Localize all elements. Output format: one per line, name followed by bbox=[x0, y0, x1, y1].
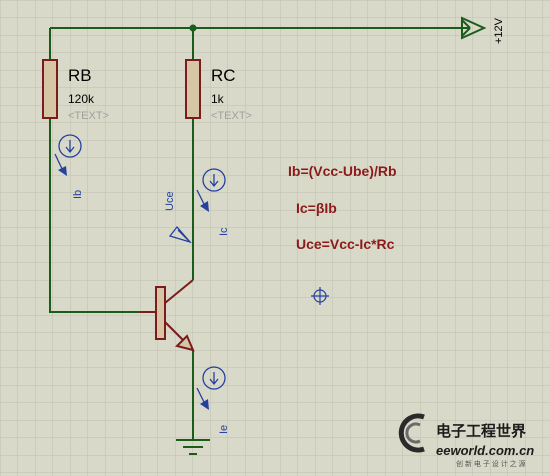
ground-symbol[interactable] bbox=[176, 439, 210, 455]
rb-ref-label: RB bbox=[68, 66, 92, 85]
rc-value-label: 1k bbox=[211, 92, 225, 106]
rb-bottom-wire[interactable] bbox=[49, 118, 140, 313]
ib-probe-label: Ib bbox=[72, 190, 84, 199]
ib-probe-ring-icon bbox=[58, 134, 82, 158]
voltage-probe-uce[interactable] bbox=[168, 225, 192, 244]
rb-value-label: 120k bbox=[68, 92, 95, 106]
ie-probe-arrow-icon bbox=[209, 372, 219, 386]
ic-probe-ring-icon bbox=[202, 168, 226, 192]
ie-direction-arrow-icon bbox=[200, 399, 209, 410]
eeworld-logo-icon bbox=[398, 413, 425, 453]
equation-ib: Ib=(Vcc-Ube)/Rb bbox=[288, 163, 397, 179]
ie-probe-label: Ie bbox=[218, 425, 230, 434]
equations-block: Ib=(Vcc-Ube)/Rb Ic=βIb Uce=Vcc-Ic*Rc bbox=[288, 163, 397, 252]
uce-arrow-icon bbox=[168, 225, 192, 244]
ic-probe-label: Ic bbox=[218, 227, 230, 236]
origin-marker-icon bbox=[311, 287, 329, 305]
junction-dot bbox=[189, 24, 197, 32]
rc-ref-label: RC bbox=[211, 66, 236, 85]
watermark-brand-en: eeworld.com.cn bbox=[436, 443, 534, 458]
ic-direction-arrow-icon bbox=[200, 201, 209, 212]
supply-terminal[interactable]: +12V bbox=[461, 16, 505, 44]
npn-transistor[interactable] bbox=[140, 279, 195, 352]
rb-body[interactable] bbox=[42, 59, 58, 119]
wires bbox=[49, 27, 470, 440]
resistor-rb[interactable]: RB 120k <TEXT> bbox=[42, 59, 109, 122]
ie-probe-ring-icon bbox=[202, 366, 226, 390]
eeworld-watermark: 电子工程世界 eeworld.com.cn 创 新 电 子 设 计 之 源 bbox=[398, 413, 534, 468]
current-probe-ib[interactable] bbox=[54, 134, 82, 176]
equation-uce: Uce=Vcc-Ic*Rc bbox=[296, 236, 395, 252]
ib-probe-arrow-icon bbox=[65, 140, 75, 154]
transistor-collector-lead bbox=[164, 279, 194, 304]
current-probe-ic[interactable] bbox=[196, 168, 226, 212]
supply-label: +12V bbox=[493, 17, 505, 44]
transistor-base-bar bbox=[155, 286, 166, 340]
watermark-brand-cn: 电子工程世界 bbox=[436, 422, 526, 440]
rc-text-placeholder: <TEXT> bbox=[211, 110, 252, 122]
emitter-arrow-icon bbox=[175, 334, 195, 352]
resistor-rc[interactable]: RC 1k <TEXT> bbox=[185, 59, 252, 122]
rb-text-placeholder: <TEXT> bbox=[68, 110, 109, 122]
ic-probe-arrow-icon bbox=[209, 174, 219, 188]
equation-ic: Ic=βIb bbox=[296, 200, 337, 216]
rc-body[interactable] bbox=[185, 59, 201, 119]
watermark-slogan: 创 新 电 子 设 计 之 源 bbox=[456, 459, 526, 468]
uce-probe-label: Uce bbox=[164, 191, 176, 211]
current-probe-ie[interactable] bbox=[196, 366, 226, 410]
ib-direction-arrow-icon bbox=[58, 166, 67, 176]
